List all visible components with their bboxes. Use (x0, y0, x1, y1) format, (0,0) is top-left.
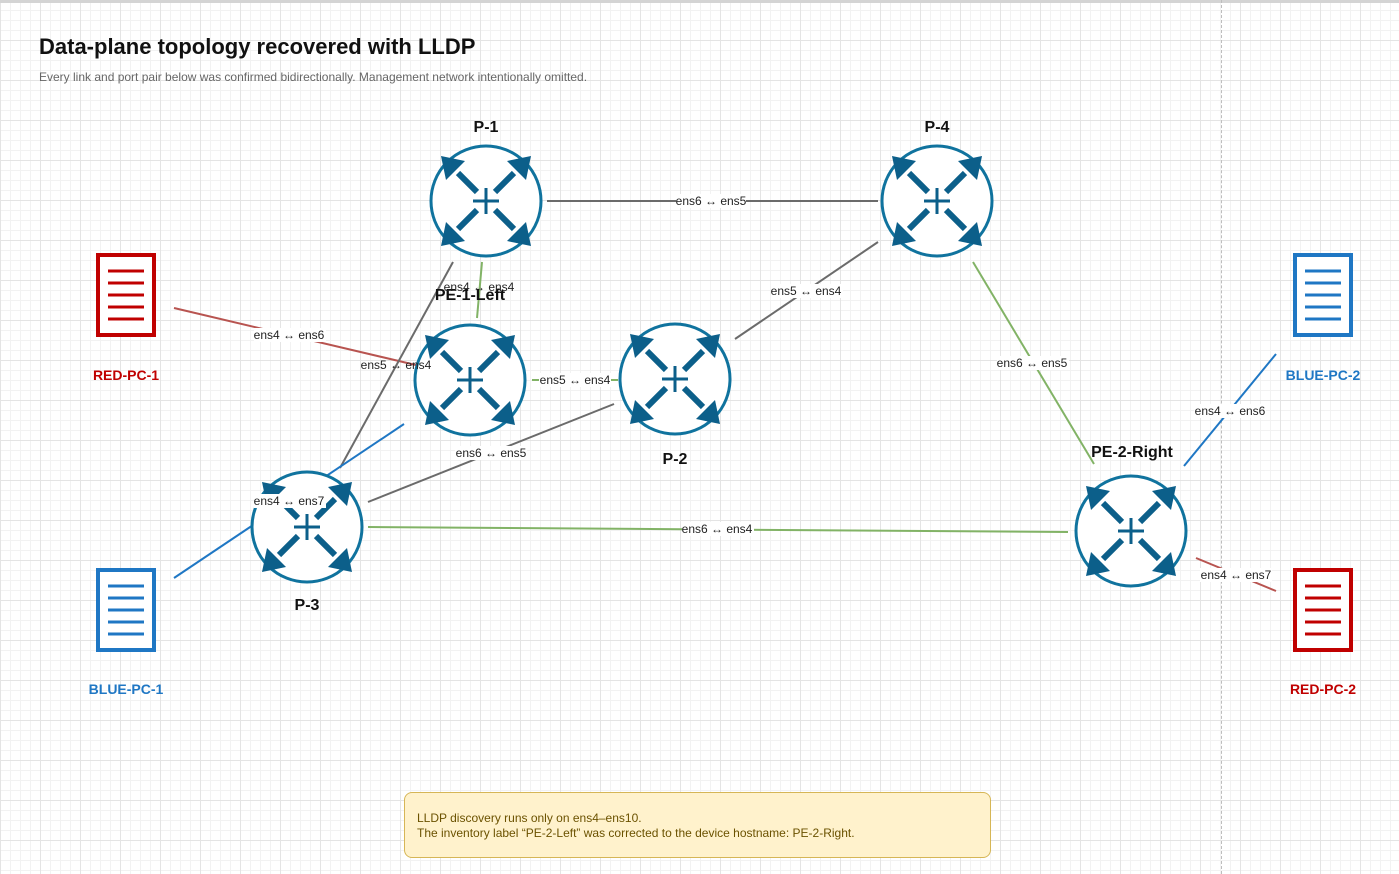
link-label-p1-pe1: ens4 ↔ ens4 (444, 280, 515, 294)
link-label-red1-pe1: ens4 ↔ ens6 (254, 328, 325, 342)
link-label-p1-p3: ens5 ↔ ens4 (361, 358, 432, 372)
router-p4[interactable]: P-4 (882, 119, 992, 256)
host-label-red-pc-2: RED-PC-2 (1290, 681, 1356, 697)
link-label-p1-p4: ens6 ↔ ens5 (676, 194, 747, 208)
link-label-blue1-pe1: ens4 ↔ ens7 (254, 494, 325, 508)
router-icon (620, 324, 730, 434)
link-labels: ens6 ↔ ens5 ens4 ↔ ens4 ens5 ↔ ens4 ens6… (254, 194, 1272, 582)
router-label-p3: P-3 (295, 597, 320, 614)
router-label-p2: P-2 (663, 451, 688, 468)
router-icon (431, 146, 541, 256)
note-line-1: LLDP discovery runs only on ens4–ens10. (417, 811, 642, 825)
host-label-red-pc-1: RED-PC-1 (93, 367, 159, 383)
router-p2[interactable]: P-2 (620, 324, 730, 468)
link-p1-p3[interactable] (339, 261, 454, 469)
label-bg (254, 494, 326, 508)
host-label-blue-pc-1: BLUE-PC-1 (89, 681, 164, 697)
host-red-pc-1[interactable]: RED-PC-1 (93, 253, 159, 383)
router-p1[interactable]: P-1 (431, 119, 541, 256)
pc-icon (1293, 568, 1353, 652)
router-pe2[interactable]: PE-2-Right (1076, 444, 1186, 586)
router-label-p1: P-1 (474, 119, 499, 136)
router-label-pe1: PE-1-Left (435, 287, 506, 304)
router-label-pe2: PE-2-Right (1091, 444, 1173, 461)
label-bg (254, 328, 326, 342)
host-blue-pc-1[interactable]: BLUE-PC-1 (89, 568, 164, 697)
host-blue-pc-2[interactable]: BLUE-PC-2 (1286, 253, 1361, 383)
router-label-p4: P-4 (925, 119, 950, 136)
label-bg (455, 446, 527, 460)
router-icon (882, 146, 992, 256)
label-bg (1200, 568, 1272, 582)
label-bg (771, 284, 843, 298)
link-label-p4-p2: ens5 ↔ ens4 (771, 284, 842, 298)
router-pe1[interactable]: PE-1-Left (415, 287, 525, 435)
label-bg (682, 522, 754, 536)
pc-icon (1293, 253, 1353, 337)
pc-icon (96, 253, 156, 337)
top-border (0, 0, 1399, 3)
host-red-pc-2[interactable]: RED-PC-2 (1290, 568, 1356, 697)
label-bg (997, 356, 1069, 370)
router-icon (415, 325, 525, 435)
router-icon (252, 472, 362, 582)
link-p1-pe1[interactable] (476, 261, 483, 319)
link-label-pe2-blue2: ens4 ↔ ens6 (1195, 404, 1266, 418)
host-label-blue-pc-2: BLUE-PC-2 (1286, 367, 1361, 383)
link-label-p3-pe2: ens6 ↔ ens4 (682, 522, 753, 536)
label-bg (1194, 404, 1266, 418)
link-label-p2-p3: ens6 ↔ ens5 (456, 446, 527, 460)
link-label-pe1-p2: ens5 ↔ ens4 (540, 373, 611, 387)
lldp-note: LLDP discovery runs only on ens4–ens10. … (404, 792, 991, 858)
link-label-pe2-red2: ens4 ↔ ens7 (1201, 568, 1272, 582)
link-label-p4-pe2: ens6 ↔ ens5 (997, 356, 1068, 370)
note-line-2: The inventory label “PE-2-Left” was corr… (417, 826, 855, 840)
page-break-line (1221, 0, 1222, 874)
router-icon (1076, 476, 1186, 586)
label-bg (676, 194, 746, 208)
page-subtitle: Every link and port pair below was confi… (39, 70, 588, 84)
label-bg (539, 373, 611, 387)
page-title: Data-plane topology recovered with LLDP (39, 34, 476, 59)
pc-icon (96, 568, 156, 652)
router-p3[interactable]: P-3 (252, 472, 362, 614)
